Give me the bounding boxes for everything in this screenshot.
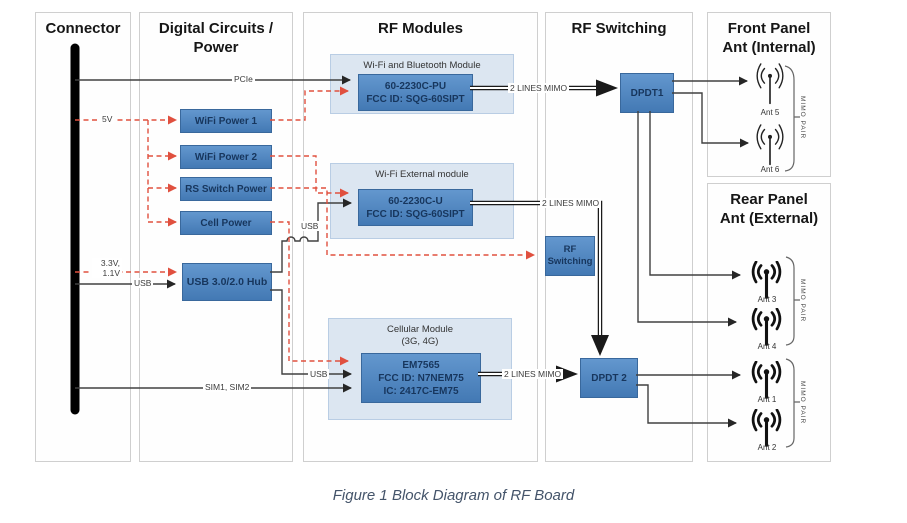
wifi-bt-module-title: Wi-Fi and Bluetooth Module [363,60,481,71]
cellular-module-title-line1: Cellular Module [386,324,453,335]
usb-cell-wire-label: USB [308,369,330,379]
usb-in-wire-label: USB [132,278,154,288]
ant2-label: Ant 2 [757,443,777,452]
cellular-fcc-id: FCC ID: N7NEM75 [378,372,464,384]
column-connector: Connector [35,12,131,462]
pcie-wire-label: PCIe [232,74,255,84]
usb-wifi-wire-label: USB [299,221,321,231]
wifi-power-2-box: WiFi Power 2 [180,145,272,169]
usb-hub-label: USB 3.0/2.0 Hub [186,276,268,288]
cellular-part: EM7565 FCC ID: N7NEM75 IC: 2417C-EM75 [361,353,481,403]
5v-wire-label: 5V [100,114,115,124]
33v-11v-wire-label: 3.3V, 1.1V [92,258,122,278]
ant6-label: Ant 6 [760,165,780,174]
rf-switching-box-line1: RF [563,244,577,255]
ant4-label: Ant 4 [757,342,777,351]
wifi-power-1-label: WiFi Power 1 [194,115,258,127]
usb-hub-box: USB 3.0/2.0 Hub [182,263,272,301]
wifi-ext-part: 60-2230C-U FCC ID: SQG-60SIPT [358,189,473,226]
rs-switch-power-label: RS Switch Power [185,183,267,195]
ant3-label: Ant 3 [757,295,777,304]
wifi-bt-fcc-id: FCC ID: SQG-60SIPT [366,93,465,105]
cell-power-box: Cell Power [180,211,272,235]
wifi-bt-part-number: 60-2230C-PU [384,80,447,92]
digital-title-line2: Power [193,39,239,56]
cell-power-label: Cell Power [200,217,252,229]
wifi-ext-module: Wi-Fi External module 60-2230C-U FCC ID:… [330,163,514,239]
rf-switching-box: RF Switching [545,236,595,276]
connector-title: Connector [45,20,121,37]
rear-mimo-pair-label-1: MIMO PAIR [799,279,806,323]
rf-modules-title: RF Modules [378,20,463,37]
33v-line: 3.3V, [100,258,120,268]
ant5-label: Ant 5 [760,108,780,117]
wifi-power-1-box: WiFi Power 1 [180,109,272,133]
cellular-module: Cellular Module (3G, 4G) EM7565 FCC ID: … [328,318,512,420]
sim-wire-label: SIM1, SIM2 [203,382,252,392]
wifi-ext-part-number: 60-2230C-U [388,195,443,207]
dpdt1-label: DPDT1 [630,87,664,99]
rear-mimo-pair-label-2: MIMO PAIR [799,381,806,425]
dpdt2-box: DPDT 2 [580,358,638,398]
rs-switch-power-box: RS Switch Power [180,177,272,201]
digital-title-line1: Digital Circuits / [158,20,274,37]
figure-caption: Figure 1 Block Diagram of RF Board [332,487,575,504]
column-digital-circuits: Digital Circuits / Power [139,12,293,462]
dpdt2-label: DPDT 2 [591,372,627,384]
rear-panel-title-line1: Rear Panel [730,191,808,208]
cellular-ic-id: IC: 2417C-EM75 [383,385,459,397]
ant5-antenna-icon [753,63,787,107]
front-panel-title-line2: Ant (Internal) [722,39,816,56]
dpdt1-box: DPDT1 [620,73,674,113]
rf-switching-title: RF Switching [571,20,667,37]
mimo-ext-wire-label: 2 LINES MIMO [540,198,602,208]
ant1-label: Ant 1 [757,395,777,404]
cellular-part-number: EM7565 [402,359,440,371]
front-mimo-pair-label: MIMO PAIR [799,96,806,140]
wifi-power-2-label: WiFi Power 2 [194,151,258,163]
mimo-bt-wire-label: 2 LINES MIMO [508,83,570,93]
front-panel-title-line1: Front Panel [727,20,811,37]
wifi-bt-part: 60-2230C-PU FCC ID: SQG-60SIPT [358,74,473,111]
rf-switching-box-line2: Switching [547,256,593,267]
wifi-ext-fcc-id: FCC ID: SQG-60SIPT [366,208,465,220]
cellular-module-title-line2: (3G, 4G) [401,336,439,347]
11v-line: 1.1V [102,268,121,278]
mimo-cell-wire-label: 2 LINES MIMO [502,369,564,379]
wifi-ext-module-title: Wi-Fi External module [375,169,469,180]
ant6-antenna-icon [753,124,787,168]
wifi-bt-module: Wi-Fi and Bluetooth Module 60-2230C-PU F… [330,54,514,114]
rear-panel-title-line2: Ant (External) [719,210,819,227]
